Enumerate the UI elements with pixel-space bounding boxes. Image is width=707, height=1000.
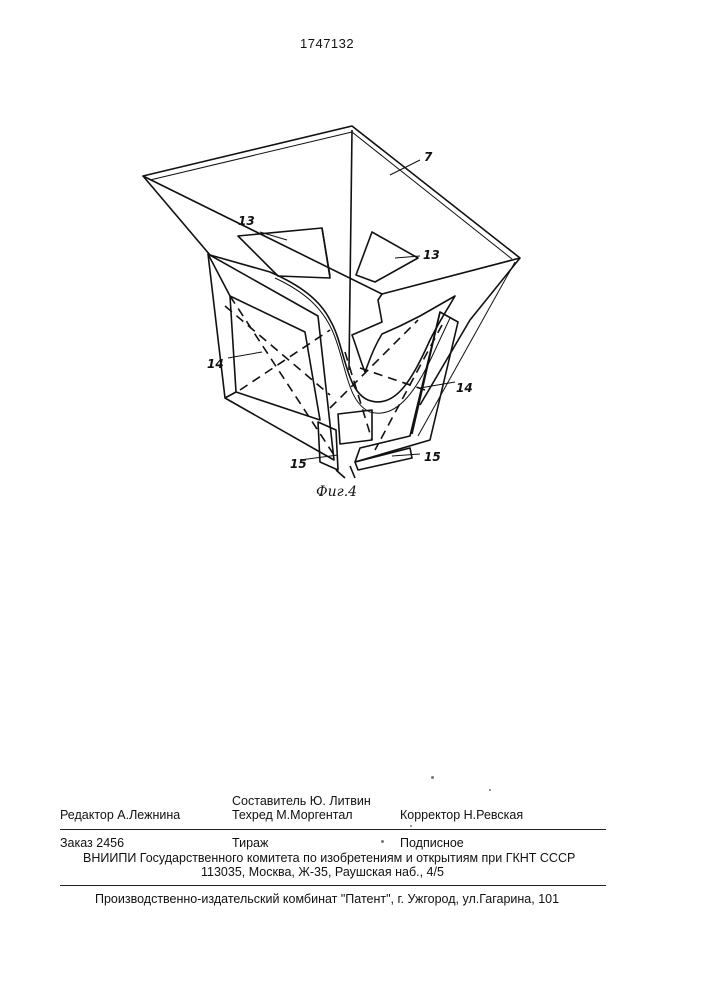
callout-13-left: 13 — [238, 214, 255, 228]
subscription-label: Подписное — [400, 836, 464, 850]
callout-7: 7 — [424, 150, 433, 164]
print-speck — [489, 789, 491, 791]
institute-address: 113035, Москва, Ж-35, Раушская наб., 4/5 — [201, 865, 444, 879]
callout-14-right: 14 — [456, 381, 473, 395]
callout-15-right: 15 — [424, 450, 441, 464]
institute-name: ВНИИПИ Государственного комитета по изоб… — [83, 851, 575, 865]
circulation-label: Тираж — [232, 836, 268, 850]
print-speck — [410, 825, 412, 827]
callout-14-left: 14 — [207, 357, 224, 371]
credit-compiler: Составитель Ю. Литвин — [232, 794, 371, 808]
funnel-rim — [143, 126, 520, 294]
tip-right — [355, 448, 412, 470]
print-speck — [431, 776, 434, 779]
divider-bottom — [60, 885, 606, 886]
callout-15-left: 15 — [290, 457, 307, 471]
front-cutout — [270, 272, 455, 402]
divider-top — [60, 829, 606, 830]
print-speck — [381, 840, 384, 843]
order-number: Заказ 2456 — [60, 836, 124, 850]
publisher-line: Производственно-издательский комбинат "П… — [95, 892, 559, 906]
figure-4-drawing: 7 13 13 14 14 15 15 Фиг.4 — [0, 0, 707, 520]
credit-corrector: Корректор Н.Ревская — [400, 808, 523, 822]
callout-13-right: 13 — [423, 248, 440, 262]
stop-left-window — [238, 228, 330, 278]
panel-left — [208, 254, 334, 460]
tip-left — [318, 422, 338, 470]
figure-caption: Фиг.4 — [316, 484, 357, 500]
credit-techred: Техред М.Моргентал — [232, 808, 353, 822]
credit-editor: Редактор А.Лежнина — [60, 808, 180, 822]
tip-center — [338, 410, 372, 444]
